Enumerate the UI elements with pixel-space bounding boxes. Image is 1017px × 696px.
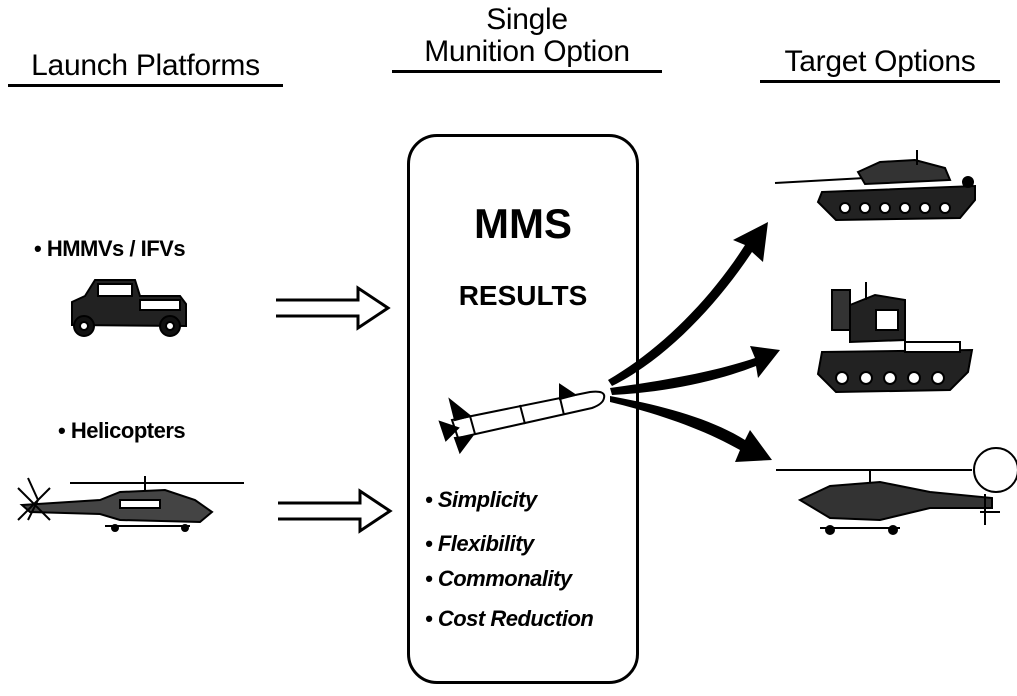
results-subtitle: RESULTS [458,280,588,311]
target-options-heading-text: Target Options [760,46,1000,83]
munition-heading-line1: Single [486,3,568,36]
target-arrow-helicopter [610,396,772,462]
launch-platforms-heading-text: Launch Platforms [8,50,283,87]
benefit-flexibility: • Flexibility [425,531,534,556]
benefit-cost-reduction: • Cost Reduction [425,606,594,631]
munition-option-heading: Single Munition Option [392,4,662,73]
target-arrow-tank [608,222,768,386]
mms-title: MMS [474,200,572,247]
benefit-commonality: • Commonality [425,566,572,591]
tank-icon [774,150,976,222]
target-options-heading: Target Options [760,46,1000,83]
helicopter-target-icon [776,447,1017,535]
hmmwv-vehicle-icon [71,279,187,337]
helicopters-label: • Helicopters [58,418,186,443]
munition-heading-line2: Munition Option [392,36,662,73]
hmmv-label: • HMMVs / IFVs [34,236,186,261]
launch-arrow-helicopter [278,488,393,534]
attack-helicopter-icon [17,476,244,532]
launch-arrow-hmmv [276,285,391,331]
target-arrow-adv [610,346,780,395]
benefit-simplicity: • Simplicity [425,487,537,512]
air-defense-vehicle-icon [816,282,974,394]
missile-icon [438,383,606,455]
launch-platforms-heading: Launch Platforms [8,50,283,87]
